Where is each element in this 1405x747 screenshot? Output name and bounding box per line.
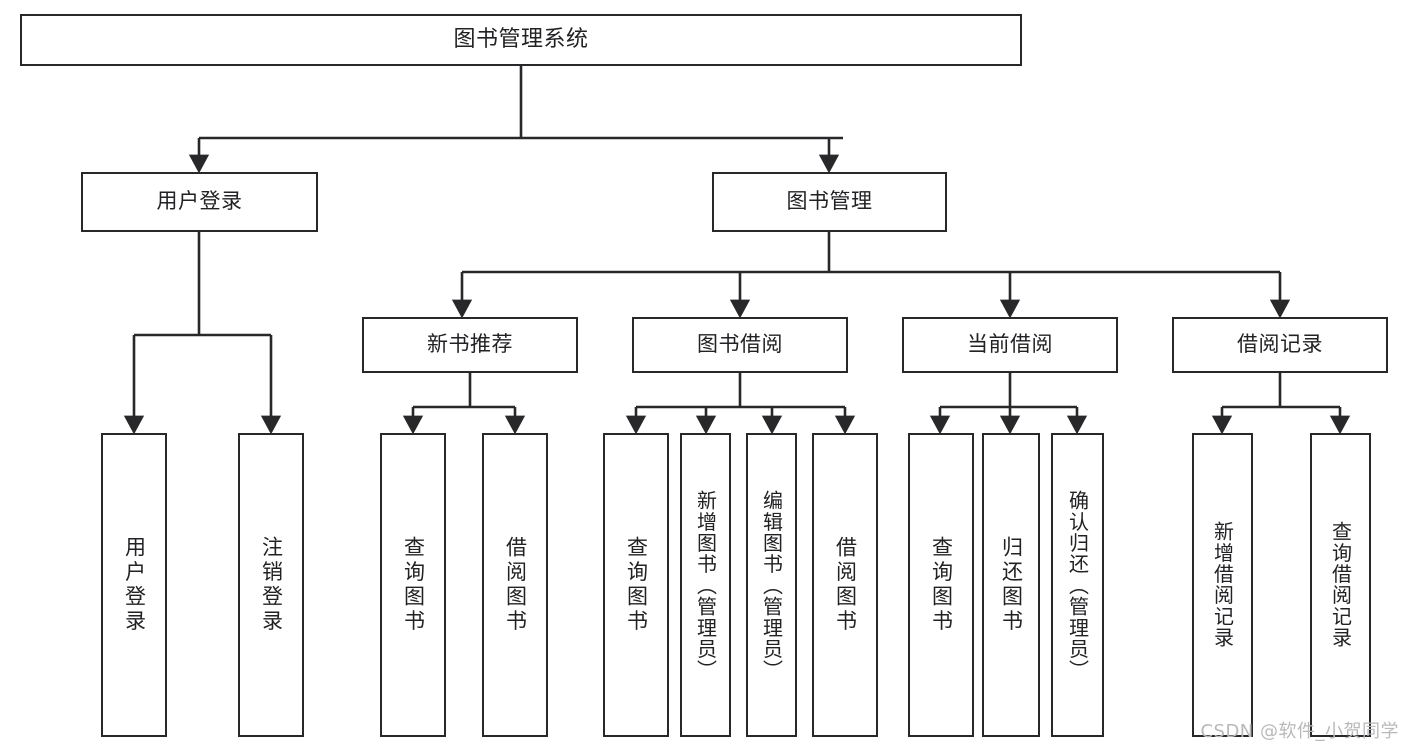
node-label: 查询借阅记录 (1328, 521, 1353, 649)
node-label: 用户登录 (122, 536, 147, 634)
node-leaf-query-book-3[interactable]: 查询图书 (908, 433, 974, 737)
node-leaf-query-book-1[interactable]: 查询图书 (380, 433, 446, 737)
node-leaf-add-book-admin[interactable]: 新增图书（管理员） (680, 433, 731, 737)
node-label: 新增借阅记录 (1210, 521, 1235, 649)
node-leaf-confirm-return-admin[interactable]: 确认归还（管理员） (1051, 433, 1104, 737)
node-root-book-management-system[interactable]: 图书管理系统 (20, 14, 1022, 66)
node-label: 查询图书 (624, 536, 649, 634)
node-label: 查询图书 (401, 536, 426, 634)
node-label: 确认归还（管理员） (1065, 489, 1090, 681)
node-label: 新增图书（管理员） (693, 489, 718, 681)
node-book-manage[interactable]: 图书管理 (712, 172, 947, 232)
node-label: 查询图书 (929, 536, 954, 634)
node-leaf-user-login[interactable]: 用户登录 (101, 433, 167, 737)
node-label: 图书管理系统 (453, 26, 589, 52)
node-leaf-logout-login[interactable]: 注销登录 (238, 433, 304, 737)
node-new-book-recommend[interactable]: 新书推荐 (362, 317, 578, 373)
node-label: 用户登录 (156, 189, 243, 214)
node-label: 编辑图书（管理员） (759, 489, 784, 681)
node-leaf-query-book-2[interactable]: 查询图书 (603, 433, 669, 737)
node-leaf-edit-book-admin[interactable]: 编辑图书（管理员） (746, 433, 797, 737)
node-label: 借阅记录 (1237, 332, 1323, 357)
node-leaf-borrow-book-2[interactable]: 借阅图书 (812, 433, 878, 737)
node-label: 归还图书 (999, 536, 1024, 634)
node-leaf-query-record[interactable]: 查询借阅记录 (1310, 433, 1371, 737)
node-book-borrow[interactable]: 图书借阅 (632, 317, 848, 373)
node-user-login[interactable]: 用户登录 (81, 172, 318, 232)
node-borrow-record[interactable]: 借阅记录 (1172, 317, 1388, 373)
node-label: 新书推荐 (427, 332, 513, 357)
node-leaf-add-record[interactable]: 新增借阅记录 (1192, 433, 1253, 737)
node-label: 注销登录 (259, 536, 284, 634)
node-label: 当前借阅 (967, 332, 1053, 357)
node-label: 借阅图书 (833, 536, 858, 634)
node-leaf-borrow-book-1[interactable]: 借阅图书 (482, 433, 548, 737)
node-label: 借阅图书 (503, 536, 528, 634)
node-label: 图书管理 (786, 189, 873, 214)
csdn-watermark: CSDN @软件_小贺同学 (1200, 721, 1399, 742)
node-leaf-return-book[interactable]: 归还图书 (982, 433, 1040, 737)
node-label: 图书借阅 (697, 332, 783, 357)
node-current-borrow[interactable]: 当前借阅 (902, 317, 1118, 373)
